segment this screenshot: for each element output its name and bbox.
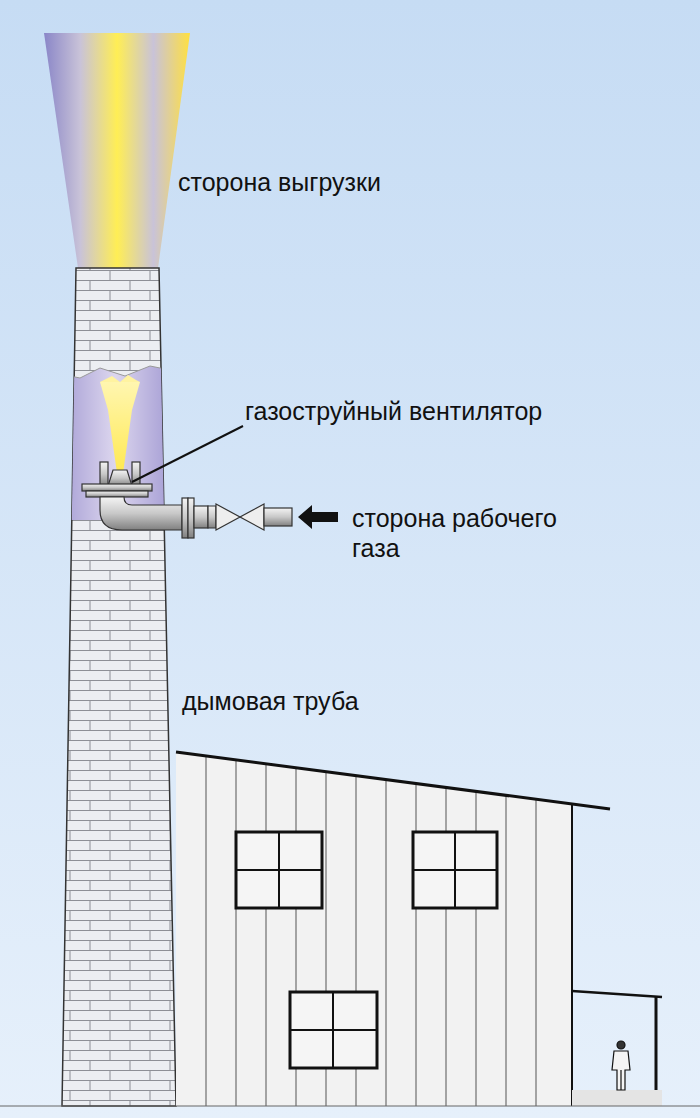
working-gas-side-label: сторона рабочего газа [352,503,592,563]
gas-jet-fan-label: газоструйный вентилятор [245,396,685,426]
chimney-label: дымовая труба [182,686,482,716]
outlet-side-label: сторона выгрузки [178,167,478,197]
